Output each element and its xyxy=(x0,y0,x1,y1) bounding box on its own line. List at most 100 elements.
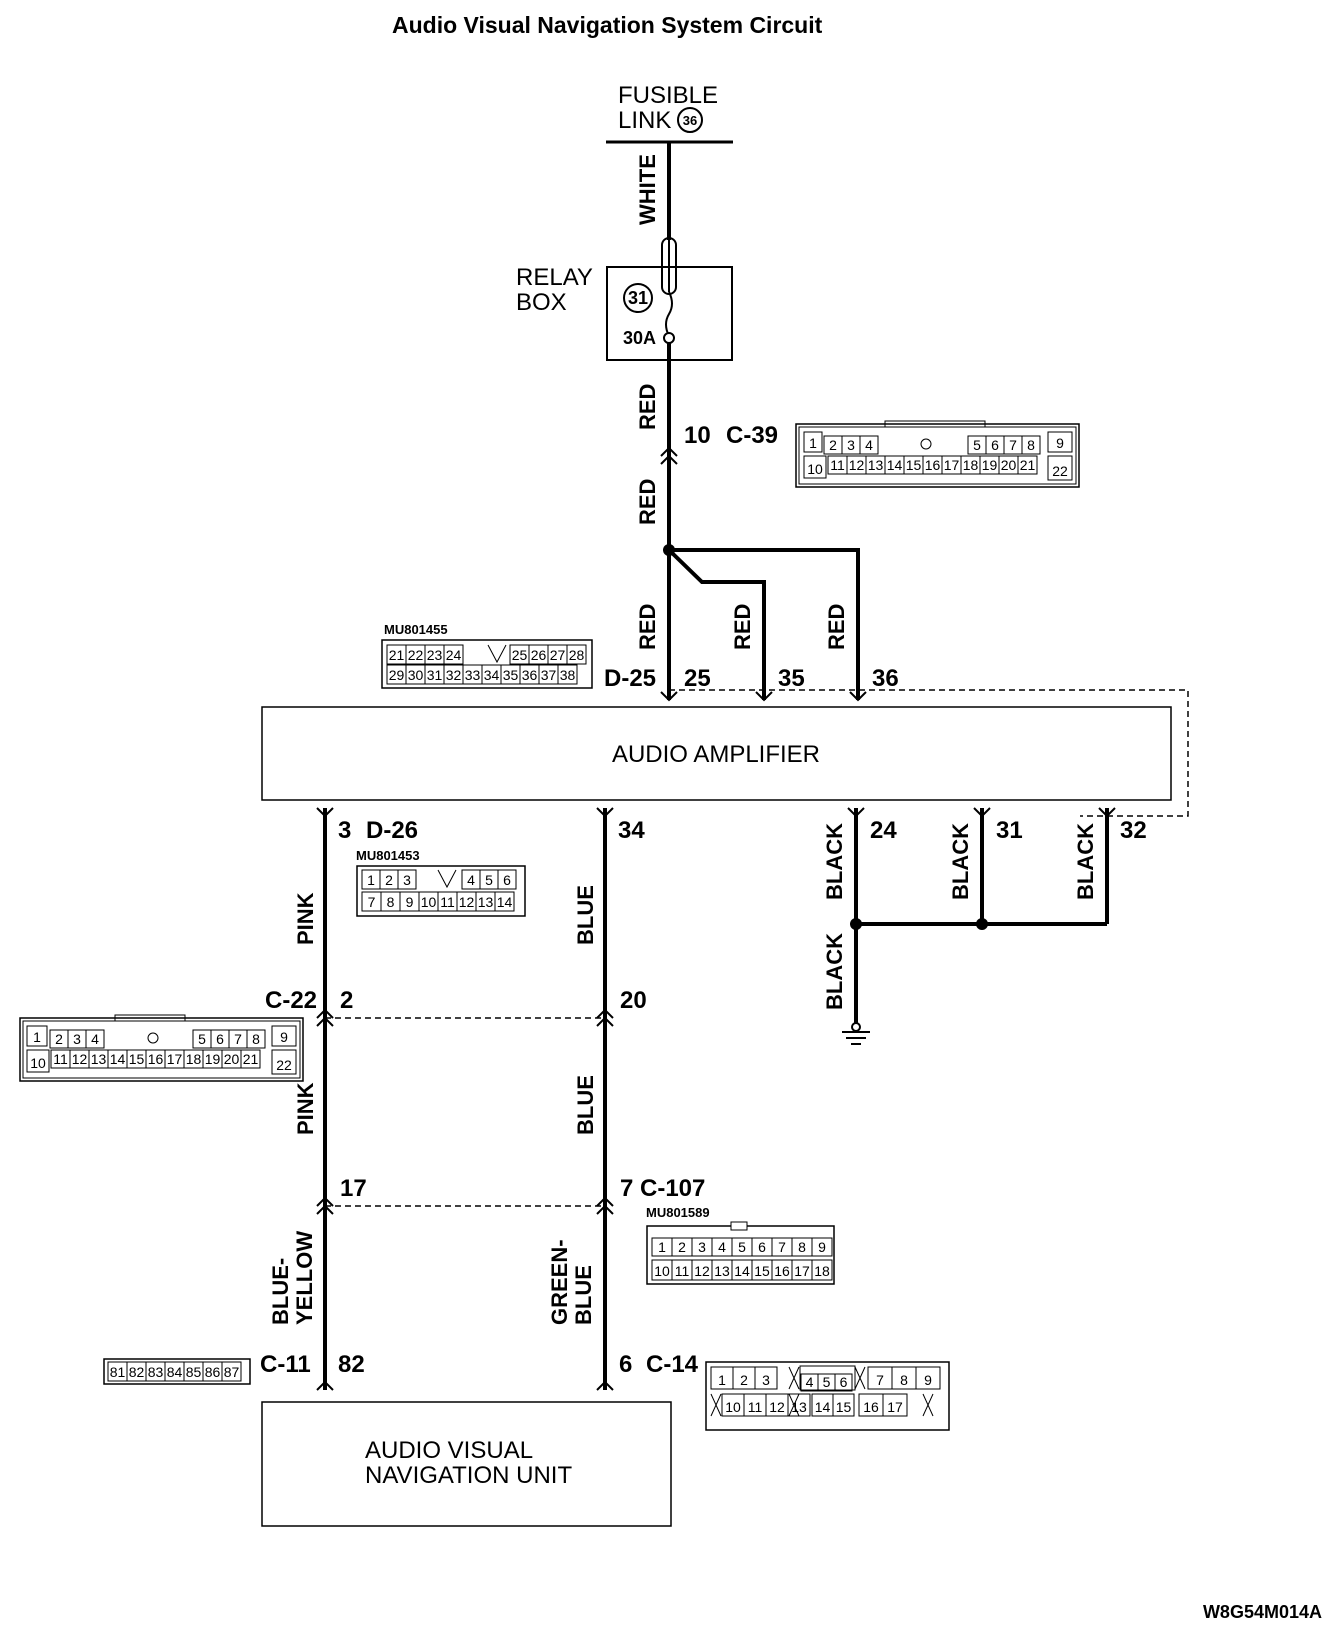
d26-pin-32: 32 xyxy=(1120,817,1147,844)
c22-pin-cell: 1 xyxy=(33,1029,41,1045)
d26-pin-24: 24 xyxy=(870,817,897,844)
c39-pin-cell: 21 xyxy=(1020,457,1036,473)
c107-pin-cell: 8 xyxy=(798,1239,806,1255)
d26-pin-cell: 9 xyxy=(406,894,414,910)
c11-pin-cell: 87 xyxy=(224,1364,240,1380)
d25-label: D-25 xyxy=(604,665,656,692)
c107-pin-cell: 4 xyxy=(718,1239,726,1255)
c39-pin-cell: 5 xyxy=(973,437,981,453)
c22-pin-cell: 11 xyxy=(53,1051,68,1067)
d25-pin-cell: 23 xyxy=(427,647,443,663)
audio-amplifier: AUDIO AMPLIFIER xyxy=(261,706,1172,801)
c39-pin-cell: 16 xyxy=(925,457,941,473)
d26-pin-cell: 11 xyxy=(440,894,455,910)
c22-pin-cell: 3 xyxy=(73,1031,81,1047)
c39-pin-cell: 18 xyxy=(963,457,979,473)
d25-pin-cell: 36 xyxy=(522,667,538,683)
d26-pin-cell: 13 xyxy=(478,894,494,910)
d25-pin-cell: 25 xyxy=(512,647,528,663)
red-wire-label-4: RED xyxy=(730,604,755,650)
c11-pin-cell: 82 xyxy=(129,1364,145,1380)
c107-pin-17: 17 xyxy=(340,1175,367,1202)
d25-pin-cell: 34 xyxy=(484,667,500,683)
c107-pin-cell: 18 xyxy=(814,1263,830,1279)
d25-pin-35: 35 xyxy=(778,665,805,692)
red-wire-branch-36 xyxy=(669,548,860,700)
black-wire-label-2: BLACK xyxy=(948,823,973,900)
d26-pin-cell: 2 xyxy=(385,872,393,888)
c39-pin: 10 xyxy=(684,422,711,449)
c107-pin-cell: 17 xyxy=(794,1263,810,1279)
c107-pin-cell: 5 xyxy=(738,1239,746,1255)
d26-part-number: MU801453 xyxy=(356,848,420,863)
c39-pin-cell: 8 xyxy=(1027,437,1035,453)
d25-pin-36: 36 xyxy=(872,665,899,692)
d26-pin-cell: 10 xyxy=(421,894,437,910)
splice-point-black-1 xyxy=(850,918,862,930)
c22-pin-cell: 18 xyxy=(186,1051,202,1067)
pink-wire-label-2: PINK xyxy=(293,1082,318,1135)
c22-pin-cell: 12 xyxy=(72,1051,88,1067)
c39-label: C-39 xyxy=(726,422,778,449)
d26-pin-cell: 1 xyxy=(367,872,375,888)
ground-icon xyxy=(842,1022,870,1045)
c14-pin-cell: 3 xyxy=(762,1372,770,1388)
relay-box: RELAY BOX 31 30A xyxy=(516,237,733,361)
c11-pin-cell: 86 xyxy=(205,1364,221,1380)
c39-pin-cell: 9 xyxy=(1056,435,1064,451)
diagram-title: Audio Visual Navigation System Circuit xyxy=(392,12,823,38)
c39-pin-cell: 4 xyxy=(865,437,873,453)
d25-pin-cell: 21 xyxy=(389,647,405,663)
d26-pin-3: 3 xyxy=(338,817,351,844)
d26-pin-cell: 14 xyxy=(497,894,513,910)
c14-label: C-14 xyxy=(646,1351,699,1378)
fusible-link-label-1: FUSIBLE xyxy=(618,82,718,109)
c11-pin-cell: 81 xyxy=(110,1364,126,1380)
d25-pin-cell: 27 xyxy=(550,647,566,663)
c22-pin-cell: 15 xyxy=(129,1051,145,1067)
relay-box-label-2: BOX xyxy=(516,289,567,316)
d26-pin-31: 31 xyxy=(996,817,1023,844)
d25-pin-cell: 38 xyxy=(560,667,576,683)
fusible-link-label-2: LINK xyxy=(618,107,671,134)
red-wire-branch-35 xyxy=(667,548,766,700)
c107-pin-cell: 3 xyxy=(698,1239,706,1255)
c107-pin-cell: 14 xyxy=(734,1263,750,1279)
c14-pin-cell: 14 xyxy=(815,1399,831,1415)
white-wire-label: WHITE xyxy=(635,154,660,225)
c107-pin-cell: 2 xyxy=(678,1239,686,1255)
audio-amplifier-label: AUDIO AMPLIFIER xyxy=(612,741,820,768)
c22-pin-cell: 6 xyxy=(216,1031,224,1047)
blue-yellow-wire-label-1: BLUE- xyxy=(268,1258,293,1325)
d25-pin-cell: 24 xyxy=(446,647,462,663)
c39-pin-cell: 1 xyxy=(809,435,817,451)
c39-pin-cell: 12 xyxy=(849,457,865,473)
c107-pin-cell: 6 xyxy=(758,1239,766,1255)
c14-pin-cell: 6 xyxy=(840,1374,848,1390)
audio-visual-navigation-unit: AUDIO VISUAL NAVIGATION UNIT xyxy=(261,1401,672,1527)
splice-point-black-2 xyxy=(976,918,988,930)
c39-pin-cell: 2 xyxy=(829,437,837,453)
c107-pin-cell: 13 xyxy=(714,1263,730,1279)
c11-pin-cell: 85 xyxy=(186,1364,202,1380)
c22-label: C-22 xyxy=(265,987,317,1014)
c39-pin-cell: 17 xyxy=(944,457,960,473)
avn-unit-label-2: NAVIGATION UNIT xyxy=(365,1462,572,1489)
c22-pin-cell: 5 xyxy=(198,1031,206,1047)
blue-wire-label-2: BLUE xyxy=(573,1075,598,1135)
d26-label: D-26 xyxy=(366,817,418,844)
c39-pin-cell: 20 xyxy=(1001,457,1017,473)
pink-wire-label-1: PINK xyxy=(293,892,318,945)
c39-pin-cell: 19 xyxy=(982,457,998,473)
red-wire-label-1: RED xyxy=(635,384,660,430)
c107-pin-7: 7 xyxy=(620,1175,633,1202)
c14-pin-6: 6 xyxy=(619,1351,632,1378)
c22-pin-cell: 20 xyxy=(224,1051,240,1067)
d26-pin-cell: 4 xyxy=(467,872,475,888)
blue-yellow-wire-label-2: YELLOW xyxy=(292,1231,317,1325)
c22-pin-cell: 2 xyxy=(55,1031,63,1047)
